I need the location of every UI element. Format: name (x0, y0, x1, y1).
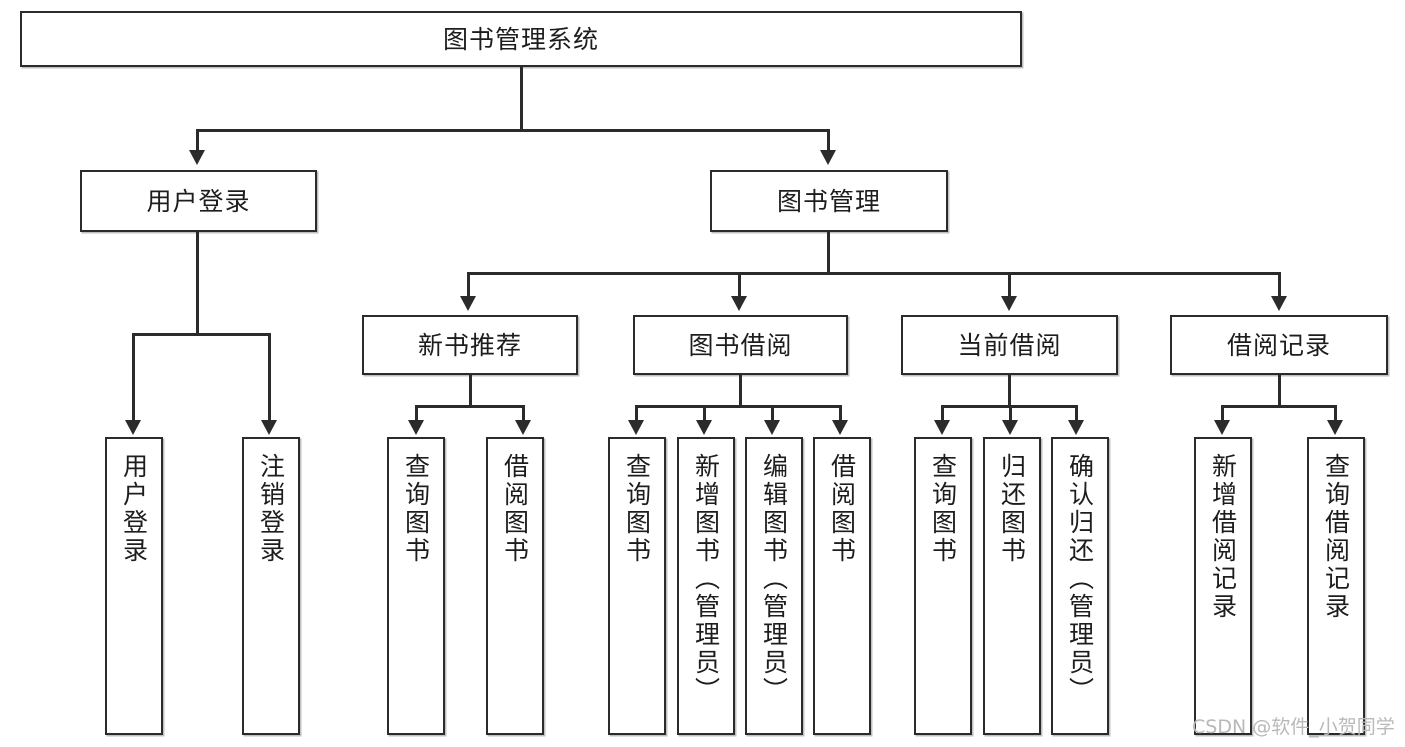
connector-borrow-record-split-bar (1221, 405, 1337, 408)
arrow-borrow-book-to-leaf-4 (832, 420, 848, 435)
connector-borrow-record-to-leaf-1 (1221, 405, 1224, 422)
connector-new-book-split-bar (415, 405, 525, 408)
connector-user-login-to-leaf-1 (132, 333, 135, 422)
connector-current-borrow-to-leaf-2 (1009, 405, 1012, 422)
node-user-login[interactable]: 用户登录 (80, 170, 317, 232)
arrow-user-login-to-leaf-2 (261, 420, 277, 435)
node-label: 图书管理 (776, 186, 881, 216)
connector-borrow-book-to-leaf-1 (635, 405, 638, 422)
node-label: 新增借阅记录 (1208, 453, 1238, 621)
leaf-new-book-query-book[interactable]: 查询图书 (387, 437, 445, 735)
node-label: 借阅图书 (827, 453, 857, 565)
arrow-new-book-to-leaf-2 (515, 420, 531, 435)
node-label: 新书推荐 (417, 330, 522, 360)
connector-borrow-book-to-leaf-4 (839, 405, 842, 422)
arrow-borrow-book-to-leaf-2 (696, 420, 712, 435)
arrow-bm-to-new-book (460, 296, 476, 311)
leaf-borrow-book-add-book-admin[interactable]: 新增图书（管理员） (677, 437, 735, 735)
arrow-borrow-record-to-leaf-1 (1214, 420, 1230, 435)
node-current-borrow[interactable]: 当前借阅 (901, 315, 1118, 375)
connector-user-login-split-bar (132, 333, 270, 336)
node-label: 新增图书（管理员） (691, 453, 721, 705)
arrow-borrow-book-to-leaf-3 (764, 420, 780, 435)
connector-bm-to-borrow-book (738, 272, 741, 300)
connector-root-to-user-login (196, 129, 199, 154)
leaf-current-borrow-confirm-return-admin[interactable]: 确认归还（管理员） (1051, 437, 1109, 735)
arrow-current-borrow-to-leaf-1 (934, 420, 950, 435)
arrow-borrow-record-to-leaf-2 (1327, 420, 1343, 435)
node-label: 编辑图书（管理员） (759, 453, 789, 705)
node-root-book-management-system[interactable]: 图书管理系统 (20, 11, 1022, 67)
node-label: 确认归还（管理员） (1065, 453, 1095, 705)
connector-new-book-to-leaf-2 (522, 405, 525, 422)
leaf-borrow-record-query-record[interactable]: 查询借阅记录 (1307, 437, 1365, 735)
node-label: 用户登录 (146, 186, 251, 216)
arrow-bm-to-borrow-record (1271, 296, 1287, 311)
connector-current-borrow-to-leaf-3 (1075, 405, 1078, 422)
arrow-current-borrow-to-leaf-3 (1068, 420, 1084, 435)
node-label: 当前借阅 (957, 330, 1062, 360)
node-label: 注销登录 (256, 453, 286, 565)
arrow-root-to-book-management (820, 150, 836, 165)
node-label: 查询图书 (928, 453, 958, 565)
connector-new-book-stem (469, 375, 472, 407)
connector-user-login-stem (196, 232, 199, 335)
node-book-management[interactable]: 图书管理 (710, 170, 948, 232)
connector-root-to-book-management (827, 129, 830, 154)
connector-bm-to-current-borrow (1008, 272, 1011, 300)
node-label: 查询图书 (401, 453, 431, 565)
leaf-user-login-logout[interactable]: 注销登录 (242, 437, 300, 735)
leaf-current-borrow-query-book[interactable]: 查询图书 (914, 437, 972, 735)
arrow-root-to-user-login (189, 150, 205, 165)
connector-borrow-book-to-leaf-3 (771, 405, 774, 422)
leaf-current-borrow-return-book[interactable]: 归还图书 (983, 437, 1041, 735)
arrow-new-book-to-leaf-1 (408, 420, 424, 435)
leaf-borrow-book-borrow-book[interactable]: 借阅图书 (813, 437, 871, 735)
connector-current-borrow-to-leaf-1 (941, 405, 944, 422)
node-label: 查询借阅记录 (1321, 453, 1351, 621)
connector-root-split-bar (196, 129, 830, 132)
connector-borrow-book-stem (739, 375, 742, 407)
node-book-borrow[interactable]: 图书借阅 (633, 315, 848, 375)
node-label: 查询图书 (622, 453, 652, 565)
connector-borrow-record-stem (1278, 375, 1281, 407)
connector-bm-to-new-book (467, 272, 470, 300)
leaf-new-book-borrow-book[interactable]: 借阅图书 (486, 437, 544, 735)
leaf-borrow-record-add-record[interactable]: 新增借阅记录 (1194, 437, 1252, 735)
node-new-book-recommendation[interactable]: 新书推荐 (362, 315, 578, 375)
connector-borrow-book-split-bar (635, 405, 841, 408)
arrow-user-login-to-leaf-1 (125, 420, 141, 435)
connector-new-book-to-leaf-1 (415, 405, 418, 422)
connector-user-login-to-leaf-2 (268, 333, 271, 422)
node-label: 图书管理系统 (442, 24, 599, 54)
connector-current-borrow-stem (1008, 375, 1011, 407)
node-borrow-record[interactable]: 借阅记录 (1170, 315, 1388, 375)
connector-book-management-split-bar (467, 272, 1281, 275)
arrow-borrow-book-to-leaf-1 (628, 420, 644, 435)
connector-bm-to-borrow-record (1278, 272, 1281, 300)
node-label: 用户登录 (119, 453, 149, 565)
leaf-borrow-book-query-book[interactable]: 查询图书 (608, 437, 666, 735)
node-label: 借阅图书 (500, 453, 530, 565)
leaf-user-login-login[interactable]: 用户登录 (105, 437, 163, 735)
node-label: 归还图书 (997, 453, 1027, 565)
arrow-current-borrow-to-leaf-2 (1002, 420, 1018, 435)
arrow-bm-to-borrow-book (731, 296, 747, 311)
connector-borrow-record-to-leaf-2 (1334, 405, 1337, 422)
connector-borrow-book-to-leaf-2 (703, 405, 706, 422)
connector-book-management-stem (827, 232, 830, 274)
node-label: 图书借阅 (688, 330, 793, 360)
leaf-borrow-book-edit-book-admin[interactable]: 编辑图书（管理员） (745, 437, 803, 735)
node-label: 借阅记录 (1226, 330, 1331, 360)
connector-root-stem (520, 67, 523, 131)
arrow-bm-to-current-borrow (1001, 296, 1017, 311)
